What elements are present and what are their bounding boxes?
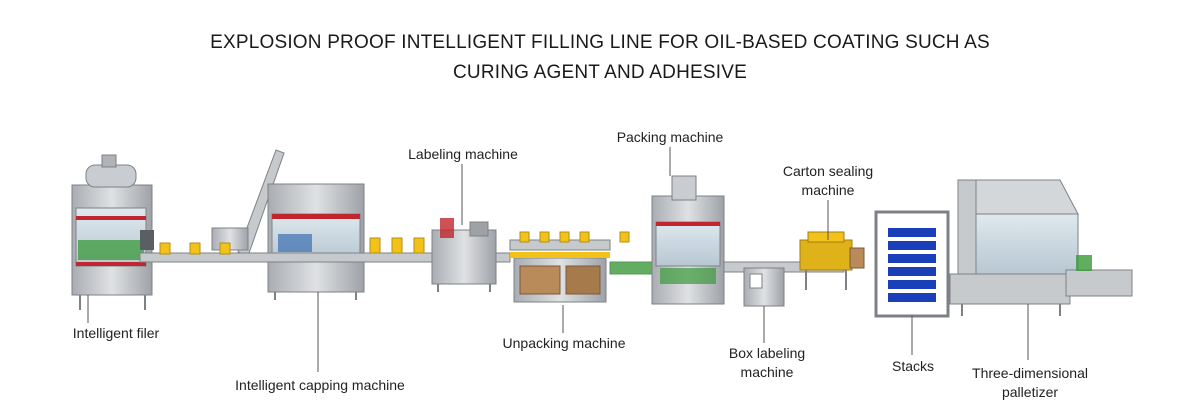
labeling-machine — [431, 218, 497, 292]
packing-machine — [651, 175, 725, 305]
label-carton-sealing-line-1: Carton sealing — [782, 163, 874, 179]
diagram-title-line-1: EXPLOSION PROOF INTELLIGENT FILLING LINE… — [210, 32, 990, 53]
label-stacks: Stacks — [891, 358, 934, 374]
pallet-stacks — [874, 210, 950, 318]
carton-sealing-machine — [799, 231, 865, 290]
three-dimensional-palletizer — [949, 179, 1133, 316]
intelligent-capping-machine — [267, 183, 365, 300]
label-three-dimensional-line-1: Three-dimensional — [972, 365, 1088, 381]
label-three-dimensional-line-2: palletizer — [1001, 384, 1059, 400]
label-unpacking-machine: Unpacking machine — [502, 335, 626, 351]
label-box-labeling-line-1: Box labeling — [728, 345, 806, 361]
buckets-row-2 — [519, 231, 630, 243]
roller-conveyor-1 — [609, 261, 659, 275]
label-box-labeling-line-2: machine — [740, 364, 794, 380]
leader-lines — [87, 147, 1029, 372]
label-intelligent-filer: Intelligent filer — [72, 325, 160, 341]
label-labeling-machine: Labeling machine — [408, 146, 518, 162]
label-carton-sealing-line-2: machine — [801, 182, 855, 198]
unpacking-machine — [509, 239, 611, 303]
diagram-title-line-2: CURING AGENT AND ADHESIVE — [453, 62, 747, 83]
buckets-row-1 — [159, 237, 425, 255]
label-packing-machine: Packing machine — [616, 129, 724, 145]
label-intelligent-capping-machine: Intelligent capping machine — [235, 377, 405, 393]
intelligent-filler-machine — [71, 154, 154, 310]
box-labeling-machine — [743, 267, 785, 307]
